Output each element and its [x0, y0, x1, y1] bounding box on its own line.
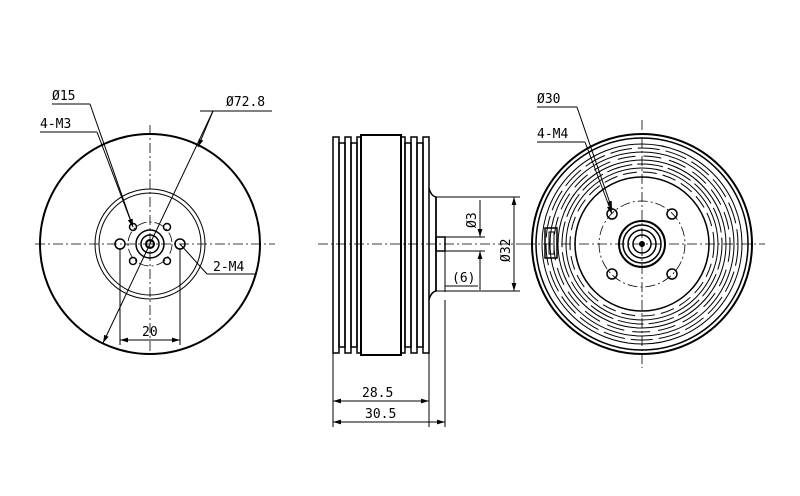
front-hub-circle — [94, 188, 206, 300]
rear-view: Ø30 4-M4 — [525, 92, 765, 368]
side-dia-shaft-label: Ø3 — [465, 212, 480, 228]
front-view: Ø15 4-M3 Ø72.8 2-M4 20 — [35, 89, 275, 355]
side-view: Ø3 Ø32 (6) 28.5 30.5 — [318, 134, 525, 427]
side-total-length-label: 30.5 — [365, 407, 396, 422]
rear-m4-hole — [666, 268, 678, 280]
m3-hole — [162, 222, 172, 232]
front-outer-circle — [39, 133, 261, 355]
side-body-length-label: 28.5 — [362, 386, 393, 401]
front-spacing-label: 20 — [142, 325, 158, 340]
rear-dia-bolt-circle-label: Ø30 — [537, 92, 560, 107]
front-dia-outer-label: Ø72.8 — [226, 95, 265, 110]
front-m3-label: 4-M3 — [40, 117, 71, 132]
front-m4-label: 2-M4 — [213, 260, 244, 275]
side-shaft — [435, 236, 446, 252]
front-dia-bolt-circle-label: Ø15 — [52, 89, 75, 104]
rear-m4-label: 4-M4 — [537, 127, 568, 142]
m3-hole — [128, 256, 138, 266]
rear-m4-hole — [666, 208, 678, 220]
rear-outer-circle — [531, 133, 753, 355]
m3-hole — [128, 222, 138, 232]
side-drum — [360, 134, 402, 356]
side-shaft-length-label: (6) — [452, 271, 475, 286]
side-dia-boss-label: Ø32 — [499, 239, 514, 262]
rear-m4-hole — [606, 268, 618, 280]
m3-hole — [162, 256, 172, 266]
